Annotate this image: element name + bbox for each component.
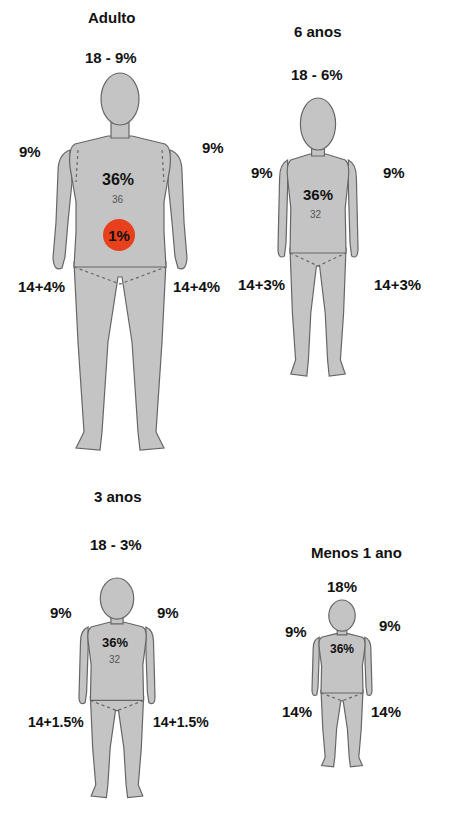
percent-label: 14+4% bbox=[173, 278, 220, 295]
percent-label: 14+3% bbox=[238, 276, 285, 293]
percent-label: 36% bbox=[102, 636, 128, 651]
percent-label: 36 bbox=[112, 194, 123, 206]
percent-label: 9% bbox=[157, 604, 179, 621]
percent-label: 9% bbox=[50, 604, 72, 621]
percent-label: 9% bbox=[383, 164, 405, 181]
percent-label: 14% bbox=[282, 703, 312, 720]
child-3-figure bbox=[79, 578, 155, 798]
percent-label: 32 bbox=[109, 654, 120, 666]
infant-figure bbox=[312, 600, 372, 767]
percent-label: 18 - 3% bbox=[90, 536, 142, 553]
percent-label: 36% bbox=[303, 186, 333, 203]
percent-label: 9% bbox=[285, 623, 307, 640]
percent-label: 32 bbox=[310, 209, 321, 221]
percent-label: 18% bbox=[327, 578, 357, 595]
percent-label: 14+1.5% bbox=[153, 714, 209, 730]
percent-label: 14+3% bbox=[374, 276, 421, 293]
percent-label: 18 - 6% bbox=[291, 66, 343, 83]
percent-label: 6 anos bbox=[294, 23, 342, 40]
percent-label: 18 - 9% bbox=[85, 49, 137, 66]
percent-label: 9% bbox=[19, 143, 41, 160]
burn-circle: 1% bbox=[103, 219, 135, 251]
circle-text: 1% bbox=[108, 227, 130, 244]
percent-label: Menos 1 ano bbox=[311, 544, 402, 561]
percent-label: 3 anos bbox=[94, 488, 142, 505]
percent-label: 9% bbox=[251, 164, 273, 181]
percent-label: 14% bbox=[371, 703, 401, 720]
percent-label: 14+1.5% bbox=[28, 714, 84, 730]
percent-label: 14+4% bbox=[18, 278, 65, 295]
percent-label: 9% bbox=[202, 139, 224, 156]
percent-label: 36% bbox=[102, 171, 134, 189]
child-6-figure bbox=[278, 98, 358, 376]
percent-label: 36% bbox=[330, 643, 354, 657]
percent-label: Adulto bbox=[88, 9, 135, 26]
adult-figure bbox=[53, 73, 187, 450]
percent-label: 9% bbox=[379, 617, 401, 634]
